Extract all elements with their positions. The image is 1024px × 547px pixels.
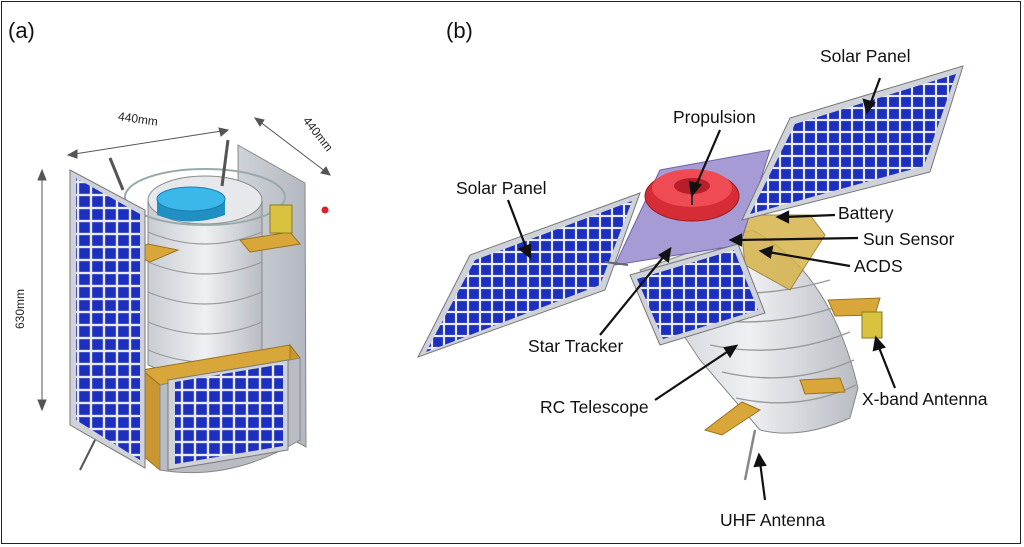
callout-acds: ACDS (854, 256, 903, 276)
callout-xband-antenna: X-band Antenna (862, 389, 988, 409)
wing-left-boom (604, 261, 629, 266)
solar-panel-left (69, 169, 146, 469)
solar-panel-front (167, 359, 289, 471)
bracket-mid (799, 377, 846, 395)
callout-propulsion: Propulsion (673, 107, 756, 127)
xband-box-b (861, 311, 883, 339)
marker-dot (321, 206, 329, 214)
panel-a-label: (a) (8, 18, 35, 43)
antenna-right (220, 139, 230, 187)
callout-rc-telescope: RC Telescope (540, 397, 649, 417)
tank (156, 186, 226, 222)
callout-star-tracker: Star Tracker (528, 336, 624, 356)
bracket-right (239, 231, 301, 253)
hinge (79, 439, 96, 471)
uhf-rod (743, 429, 757, 481)
top-ring (124, 168, 286, 226)
antenna-left (108, 157, 125, 191)
panel-b-label: (b) (446, 18, 473, 43)
avionics-bay (739, 214, 826, 291)
callout-solar-panel-right: Solar Panel (820, 46, 911, 66)
callout-arrows (506, 77, 897, 501)
dim-arrows (37, 117, 331, 412)
bracket-lower-left (703, 401, 762, 436)
dim-height-label: 630mm (13, 288, 28, 330)
callout-sun-sensor: Sun Sensor (863, 229, 955, 249)
callout-battery: Battery (838, 203, 894, 223)
callout-solar-panel-left: Solar Panel (456, 178, 547, 198)
xband-box-a (269, 204, 293, 234)
wing-solar-right (741, 65, 964, 221)
wing-solar-left (416, 192, 641, 358)
body-solar-panel (629, 243, 766, 346)
callout-uhf-antenna: UHF Antenna (720, 510, 826, 530)
